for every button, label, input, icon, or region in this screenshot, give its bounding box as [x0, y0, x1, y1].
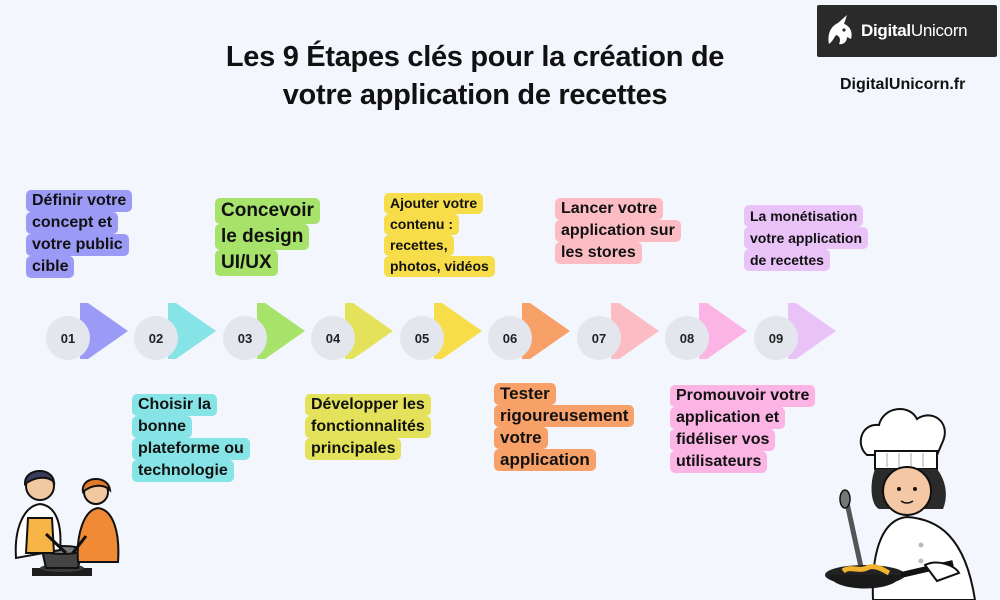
arrow-05-icon: [434, 303, 482, 359]
step-02-number: 02: [134, 316, 178, 360]
step-01-line: Définir votre: [26, 190, 133, 212]
step-06-number: 06: [488, 316, 532, 360]
arrow-02-icon: [168, 303, 216, 359]
step-01-label: Définir votre concept et votre public ci…: [26, 190, 133, 278]
step-04-number: 04: [311, 316, 355, 360]
step-04-line: principales: [305, 438, 402, 460]
website-link[interactable]: DigitalUnicorn.fr: [840, 76, 966, 93]
step-03-label: Concevoir le design UI/UX: [215, 198, 320, 276]
brand-logo[interactable]: DigitalUnicorn: [817, 5, 997, 57]
step-07-line: les stores: [555, 242, 642, 264]
step-08-line: application et: [670, 407, 786, 429]
step-03-line: le design: [215, 224, 310, 250]
step-01-line: concept et: [26, 212, 119, 234]
step-02-line: Choisir la: [132, 394, 217, 416]
step-05-number: 05: [400, 316, 444, 360]
step-03-line: Concevoir: [215, 198, 320, 224]
step-02-label: Choisir la bonne plateforme ou technolog…: [132, 394, 250, 482]
step-07-line: Lancer votre: [555, 198, 664, 220]
step-06-line: rigoureusement: [494, 405, 635, 427]
step-04-label: Développer les fonctionnalités principal…: [305, 394, 431, 460]
step-06-line: application: [494, 449, 596, 471]
page-title: Les 9 Étapes clés pour la création de vo…: [150, 38, 800, 114]
step-04-line: Développer les: [305, 394, 431, 416]
step-08-line: utilisateurs: [670, 451, 768, 473]
title-line-2: votre application de recettes: [282, 79, 668, 111]
logo-wordmark: DigitalUnicorn: [861, 21, 968, 40]
step-08-label: Promouvoir votre application et fidélise…: [670, 385, 816, 473]
step-04-line: fonctionnalités: [305, 416, 431, 438]
step-06-label: Tester rigoureusement votre application: [494, 383, 635, 471]
unicorn-icon: [828, 15, 852, 45]
arrow-06-icon: [522, 303, 570, 359]
step-09-number: 09: [754, 316, 798, 360]
cooking-people-illustration: [14, 470, 120, 576]
step-05-line: recettes,: [384, 235, 454, 256]
step-07-label: Lancer votre application sur les stores: [555, 198, 681, 264]
step-07-number: 07: [577, 316, 621, 360]
step-09-label: La monétisation votre application de rec…: [744, 205, 869, 271]
step-08-line: fidéliser vos: [670, 429, 776, 451]
step-05-line: photos, vidéos: [384, 256, 495, 277]
step-05-line: contenu :: [384, 214, 459, 235]
step-09-line: votre application: [744, 227, 869, 249]
arrow-09-icon: [788, 303, 836, 359]
arrow-01-icon: [80, 303, 128, 359]
step-01-number: 01: [46, 316, 90, 360]
arrow-07-icon: [611, 303, 659, 359]
step-07-line: application sur: [555, 220, 681, 242]
step-03-line: UI/UX: [215, 250, 278, 276]
step-08-line: Promouvoir votre: [670, 385, 816, 407]
step-02-line: technologie: [132, 460, 234, 482]
chef-illustration: [825, 408, 977, 600]
step-08-number: 08: [665, 316, 709, 360]
title-line-1: Les 9 Étapes clés pour la création de: [225, 41, 725, 73]
arrow-04-icon: [345, 303, 393, 359]
step-03-number: 03: [223, 316, 267, 360]
step-09-line: La monétisation: [744, 205, 864, 227]
step-01-line: cible: [26, 256, 75, 278]
step-09-line: de recettes: [744, 249, 830, 271]
step-05-line: Ajouter votre: [384, 193, 484, 214]
step-02-line: bonne: [132, 416, 192, 438]
arrow-03-icon: [257, 303, 305, 359]
step-06-line: votre: [494, 427, 548, 449]
arrow-08-icon: [699, 303, 747, 359]
step-06-line: Tester: [494, 383, 556, 405]
step-05-label: Ajouter votre contenu : recettes, photos…: [384, 193, 495, 277]
step-02-line: plateforme ou: [132, 438, 250, 460]
step-01-line: votre public: [26, 234, 129, 256]
